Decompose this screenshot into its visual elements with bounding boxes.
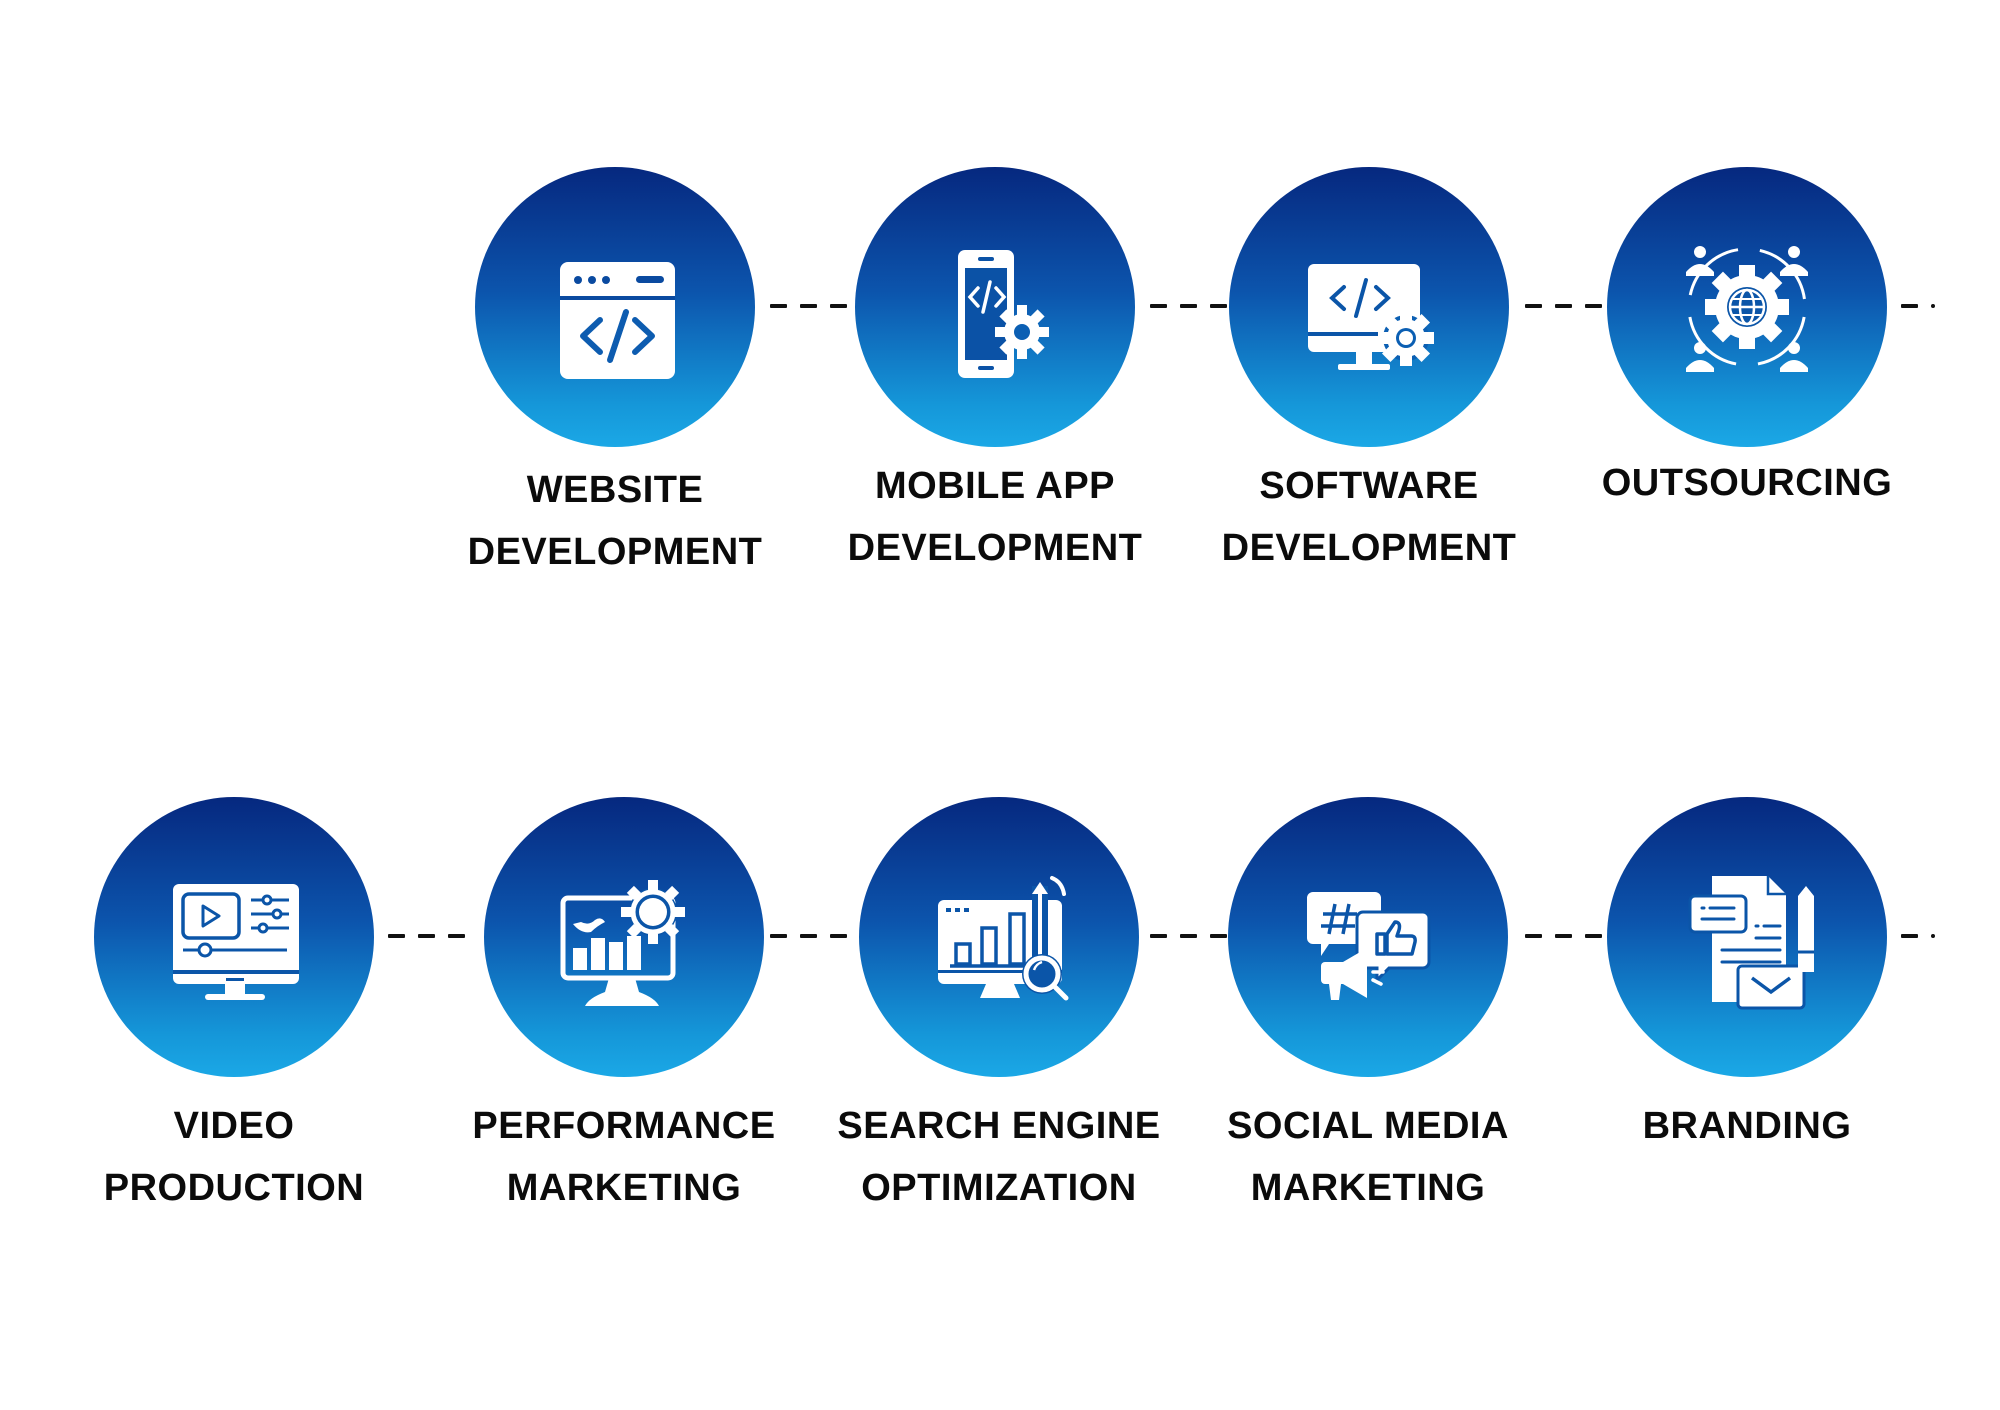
people-gear-globe-icon bbox=[1686, 246, 1808, 372]
service-label: WEBSITE DEVELOPMENT bbox=[467, 469, 763, 573]
service-label: OUTSOURCING bbox=[1601, 462, 1893, 504]
service-label: VIDEO PRODUCTION bbox=[103, 1105, 365, 1209]
service-circle bbox=[475, 167, 755, 447]
connector-dashes bbox=[1150, 304, 1240, 308]
connector-dashes bbox=[1525, 304, 1615, 308]
service-circle bbox=[1607, 167, 1887, 447]
service-circle bbox=[1229, 167, 1509, 447]
monitor-chart-magnifier-icon bbox=[938, 876, 1069, 1001]
connector-dashes bbox=[388, 934, 478, 938]
service-label: SOCIAL MEDIA MARKETING bbox=[1227, 1105, 1509, 1209]
monitor-chart-gear-icon bbox=[560, 880, 685, 1006]
service-circle bbox=[859, 797, 1139, 1077]
connector-dashes bbox=[1150, 934, 1240, 938]
browser-code-icon bbox=[560, 262, 675, 379]
document-envelope-pencil-icon bbox=[1688, 876, 1814, 1010]
service-label: BRANDING bbox=[1642, 1105, 1852, 1147]
service-label: SOFTWARE DEVELOPMENT bbox=[1221, 465, 1517, 569]
monitor-code-gear-icon bbox=[1308, 264, 1434, 370]
monitor-video-sliders-icon bbox=[173, 884, 299, 1000]
service-circle bbox=[1228, 797, 1508, 1077]
service-label: SEARCH ENGINE OPTIMIZATION bbox=[837, 1105, 1161, 1209]
connector-dashes-trailing bbox=[1901, 304, 1941, 308]
service-label: PERFORMANCE MARKETING bbox=[472, 1105, 776, 1209]
connector-dashes bbox=[1525, 934, 1615, 938]
service-circle bbox=[94, 797, 374, 1077]
service-label: MOBILE APP DEVELOPMENT bbox=[847, 465, 1143, 569]
service-circle bbox=[1607, 797, 1887, 1077]
connector-dashes-trailing bbox=[1901, 934, 1941, 938]
connector-dashes bbox=[770, 304, 860, 308]
connector-dashes bbox=[770, 934, 860, 938]
hashtag-like-megaphone-icon bbox=[1307, 892, 1431, 1000]
mobile-code-gear-icon bbox=[958, 250, 1049, 378]
service-circle bbox=[484, 797, 764, 1077]
service-circle bbox=[855, 167, 1135, 447]
